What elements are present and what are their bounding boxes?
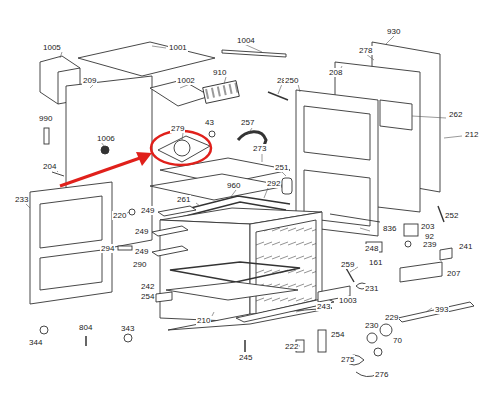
callout-number: 209 <box>82 76 97 85</box>
callout-number: 276 <box>374 370 389 379</box>
callout-number: 262 <box>448 110 463 119</box>
callout-number: 254 <box>140 292 155 301</box>
callout-number: 161 <box>368 258 383 267</box>
callout-number: 204 <box>42 162 57 171</box>
callout-number: 249 <box>140 206 155 215</box>
callout-number: 220 <box>112 211 127 220</box>
callout-number: 230 <box>364 321 379 330</box>
callout-number: 222 <box>284 342 299 351</box>
callout-number: 261 <box>176 195 191 204</box>
callout-number: 1003 <box>338 296 358 305</box>
callout-number: 245 <box>238 353 253 362</box>
callout-number: 241 <box>458 242 473 251</box>
callout-number: 203 <box>420 222 435 231</box>
callout-number: 242 <box>140 282 155 291</box>
callout-number: 393 <box>434 305 449 314</box>
callout-number: 278 <box>358 46 373 55</box>
callout-number: 290 <box>132 260 147 269</box>
callout-number: 70 <box>392 336 403 345</box>
callout-number: 1002 <box>176 76 196 85</box>
callout-number: 836 <box>382 224 397 233</box>
callout-number: 212 <box>464 130 479 139</box>
callout-number: 243 <box>316 302 331 311</box>
callout-number: 248 <box>364 244 379 253</box>
callout-number: 1001 <box>168 43 188 52</box>
callout-number: 254 <box>330 330 345 339</box>
callout-number: 804 <box>78 323 93 332</box>
callout-number: 257 <box>240 118 255 127</box>
callout-number: 252 <box>444 211 459 220</box>
callout-number: 207 <box>446 269 461 278</box>
callout-number: 208 <box>328 68 343 77</box>
callout-number: 1005 <box>42 43 62 52</box>
callout-number: 343 <box>120 324 135 333</box>
callout-number: 275 <box>340 355 355 364</box>
callout-number: 229 <box>384 313 399 322</box>
callout-number: 239 <box>422 240 437 249</box>
callout-number: 233 <box>14 195 29 204</box>
callout-number: 43 <box>204 118 215 127</box>
callout-number: 250 <box>284 76 299 85</box>
callout-number: 249 <box>134 247 149 256</box>
callout-number: 910 <box>212 68 227 77</box>
callout-number: 249 <box>134 227 149 236</box>
callout-number: 960 <box>226 181 241 190</box>
callout-number: 231 <box>364 284 379 293</box>
callout-number: 1004 <box>236 36 256 45</box>
callout-number: 251 <box>274 163 289 172</box>
callout-number: 279 <box>170 124 185 133</box>
callout-number: 344 <box>28 338 43 347</box>
callout-number: 273 <box>252 144 267 153</box>
callout-number: 294 <box>100 244 115 253</box>
callout-number: 990 <box>38 114 53 123</box>
callout-number: 1006 <box>96 134 116 143</box>
callout-number: 292 <box>266 179 281 188</box>
callout-number: 930 <box>386 27 401 36</box>
callout-number: 259 <box>340 260 355 269</box>
callout-number: 210 <box>196 316 211 325</box>
